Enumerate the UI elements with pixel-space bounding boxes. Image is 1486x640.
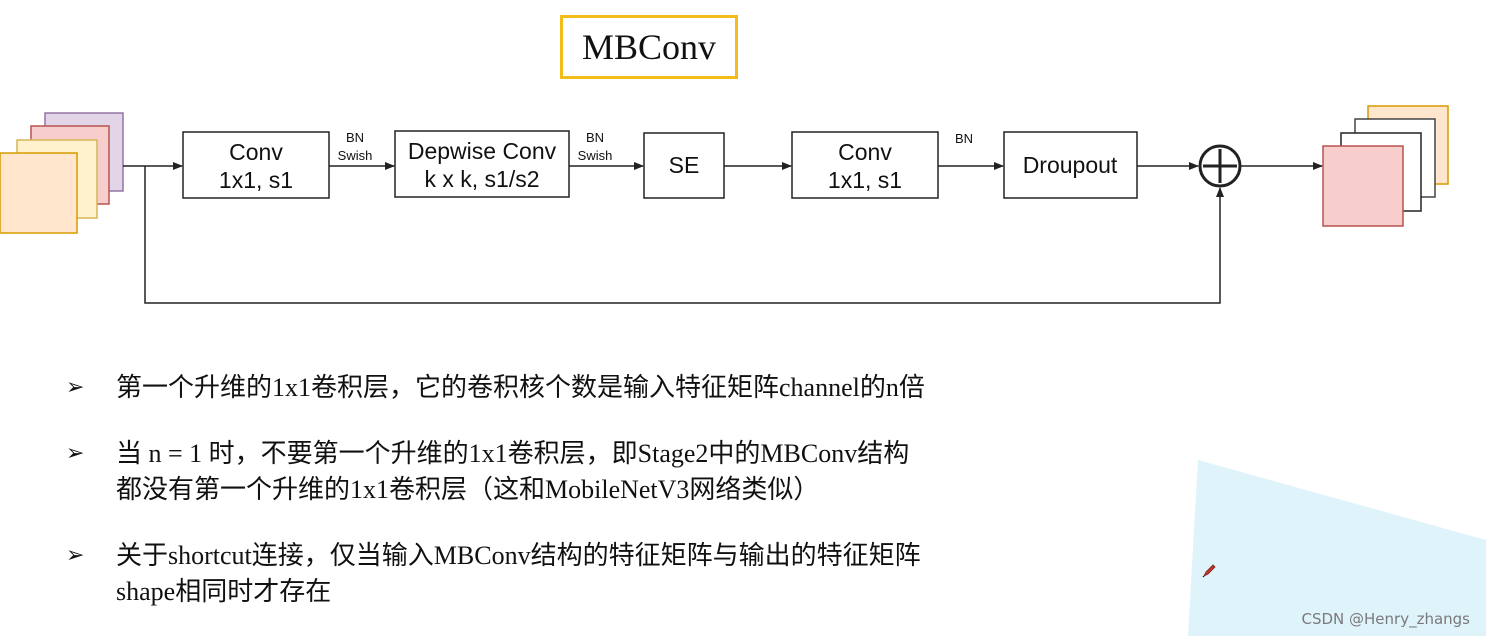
bullet-item: ➢ 第一个升维的1x1卷积层，它的卷积核个数是输入特征矩阵channel的n倍 <box>66 370 1106 406</box>
bullet-text: 都没有第一个升维的1x1卷积层（这和MobileNetV3网络类似） <box>116 475 820 504</box>
block-dwconv-line1: Depwise Conv <box>408 138 557 164</box>
input-layer-4 <box>0 152 78 234</box>
label-bn-1: BN <box>346 130 364 145</box>
block-dwconv-line2: k x k, s1/s2 <box>424 166 539 192</box>
corner-decoration <box>1188 460 1486 636</box>
shortcut-edge <box>144 166 1224 304</box>
block-conv1-line2: 1x1, s1 <box>219 167 293 193</box>
bullet-marker: ➢ <box>66 441 85 466</box>
block-dwconv-box <box>394 130 570 198</box>
input-feature-stack <box>0 112 124 234</box>
block-conv1: Conv 1x1, s1 <box>182 131 330 199</box>
block-dropout-label: Droupout <box>1023 152 1118 178</box>
block-conv1-line1: Conv <box>229 139 283 165</box>
block-dwconv: Depwise Conv k x k, s1/s2 <box>394 130 570 198</box>
block-se-box <box>643 132 725 199</box>
pen-icon <box>1202 564 1216 578</box>
block-conv1-box <box>182 131 330 199</box>
block-conv2: Conv 1x1, s1 <box>791 131 939 199</box>
bullet-item: ➢ 关于shortcut连接，仅当输入MBConv结构的特征矩阵与输出的特征矩阵… <box>66 538 1106 610</box>
block-conv2-box <box>791 131 939 199</box>
bullet-item: ➢ 当 n = 1 时，不要第一个升维的1x1卷积层，即Stage2中的MBCo… <box>66 436 1106 508</box>
label-swish-1: Swish <box>338 148 373 163</box>
block-se: SE <box>643 132 725 199</box>
block-conv2-line2: 1x1, s1 <box>828 167 902 193</box>
bullet-text: 当 n = 1 时，不要第一个升维的1x1卷积层，即Stage2中的MBConv… <box>116 439 910 468</box>
output-feature-stack <box>1322 105 1449 227</box>
diagram-title: MBConv <box>560 15 738 79</box>
bullet-marker: ➢ <box>66 375 85 400</box>
main-flow-edges <box>123 162 1323 304</box>
bullet-text: shape相同时才存在 <box>116 577 332 606</box>
watermark: CSDN @Henry_zhangs <box>1301 610 1470 628</box>
bullet-text: 关于shortcut连接，仅当输入MBConv结构的特征矩阵与输出的特征矩阵 <box>116 541 921 570</box>
bullet-marker: ➢ <box>66 543 85 568</box>
label-bn-3: BN <box>955 131 973 146</box>
block-dropout-box <box>1003 131 1138 199</box>
arrow-labels: BN Swish BN Swish BN <box>338 130 973 163</box>
bullet-text: 第一个升维的1x1卷积层，它的卷积核个数是输入特征矩阵channel的n倍 <box>116 373 925 402</box>
block-dropout: Droupout <box>1003 131 1138 199</box>
block-se-label: SE <box>669 152 700 178</box>
bullet-list: ➢ 第一个升维的1x1卷积层，它的卷积核个数是输入特征矩阵channel的n倍 … <box>66 370 1106 640</box>
label-bn-2: BN <box>586 130 604 145</box>
label-swish-2: Swish <box>578 148 613 163</box>
output-layer-4 <box>1322 145 1404 227</box>
block-conv2-line1: Conv <box>838 139 892 165</box>
add-node <box>1198 144 1242 188</box>
